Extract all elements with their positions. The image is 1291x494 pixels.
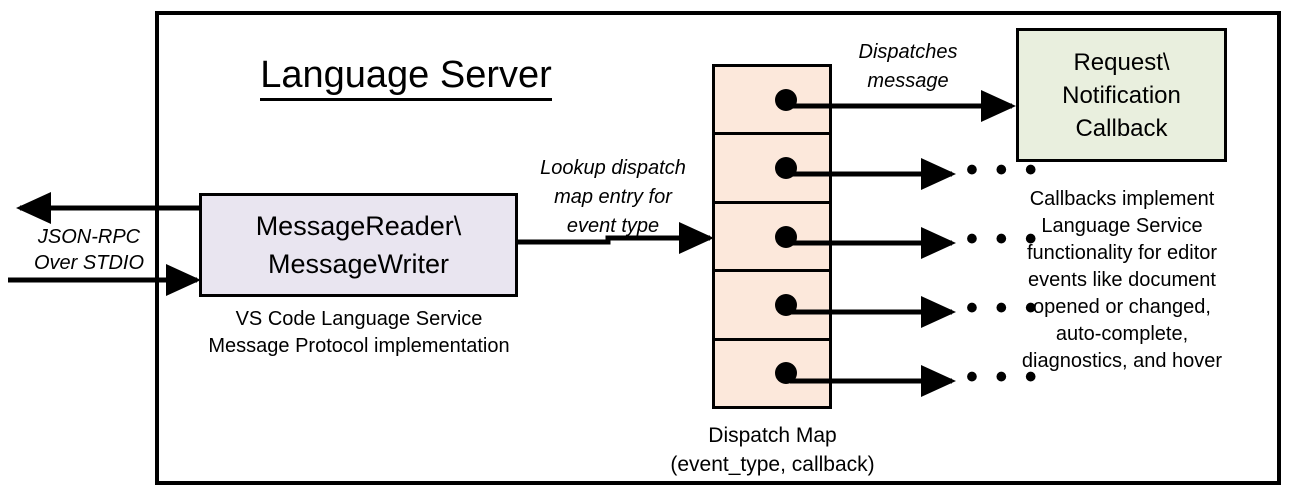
callback-box-caption-line2: Language Service [1041,215,1203,237]
jsonrpc-stdio-label-line1: JSON-RPC [37,226,141,248]
ellipsis-row-3: • • • [966,220,1041,258]
callback-box-caption-line4: events like document [1028,269,1216,291]
lookup-dispatch-label-line3: event type [566,215,660,237]
message-reader-writer-line2: MessageWriter [267,249,450,279]
callback-dot-icon [775,157,797,180]
callback-box-line2: Notification [1062,81,1181,109]
message-reader-writer-caption-line2: Message Protocol implementation [208,335,510,357]
dispatch-map-row[interactable] [715,67,829,136]
message-reader-writer-caption: VS Code Language Service Message Protoco… [190,306,528,360]
page-title-text: Language Server [260,54,552,101]
dispatches-message-label-line1: Dispatches [858,41,958,63]
lookup-dispatch-label-line1: Lookup dispatch [540,157,686,179]
dispatches-message-label: Dispatches message [838,38,978,96]
ellipsis-row-2: • • • [966,151,1041,189]
message-reader-writer-line1: MessageReader\ [255,211,462,241]
lookup-dispatch-label: Lookup dispatch map entry for event type [518,154,708,241]
dispatch-map-row[interactable] [715,272,829,341]
jsonrpc-stdio-label: JSON-RPC Over STDIO [24,224,154,276]
dispatch-map-table[interactable] [712,64,832,409]
request-notification-callback-box[interactable]: Request\ Notification Callback [1016,28,1227,162]
page-title: Language Server [236,52,576,101]
ellipsis-row-4: • • • [966,289,1041,327]
callback-dot-icon [775,225,797,248]
message-reader-writer-box[interactable]: MessageReader\ MessageWriter [199,193,518,297]
dispatch-map-caption-line1: Dispatch Map [708,424,837,447]
callback-box-caption-line6: auto-complete, [1055,323,1189,345]
ellipsis-row-5: • • • [966,358,1041,396]
callback-box-caption-line3: functionality for editor [1026,242,1218,264]
callback-box-caption-line7: diagnostics, and hover [1021,350,1223,372]
callback-box-caption-line1: Callbacks implement [1029,188,1215,210]
language-server-boundary [155,11,1281,485]
message-reader-writer-caption-line1: VS Code Language Service [235,308,483,330]
dispatch-map-caption-line2: (event_type, callback) [670,453,875,476]
lookup-dispatch-label-line2: map entry for [554,186,672,208]
callback-box-caption-line5: opened or changed, [1033,296,1211,318]
callback-box-line1: Request\ [1073,48,1170,76]
dispatches-message-label-line2: message [867,70,949,92]
callback-box-caption: Callbacks implement Language Service fun… [1006,186,1238,375]
callback-dot-icon [775,293,797,316]
dispatch-map-row[interactable] [715,341,829,406]
callback-dot-icon [775,362,797,385]
dispatch-map-row[interactable] [715,204,829,273]
callback-dot-icon [775,88,797,111]
dispatch-map-row[interactable] [715,135,829,204]
dispatch-map-caption: Dispatch Map (event_type, callback) [640,421,905,479]
jsonrpc-stdio-label-line2: Over STDIO [33,252,144,274]
callback-box-line3: Callback [1075,114,1168,142]
